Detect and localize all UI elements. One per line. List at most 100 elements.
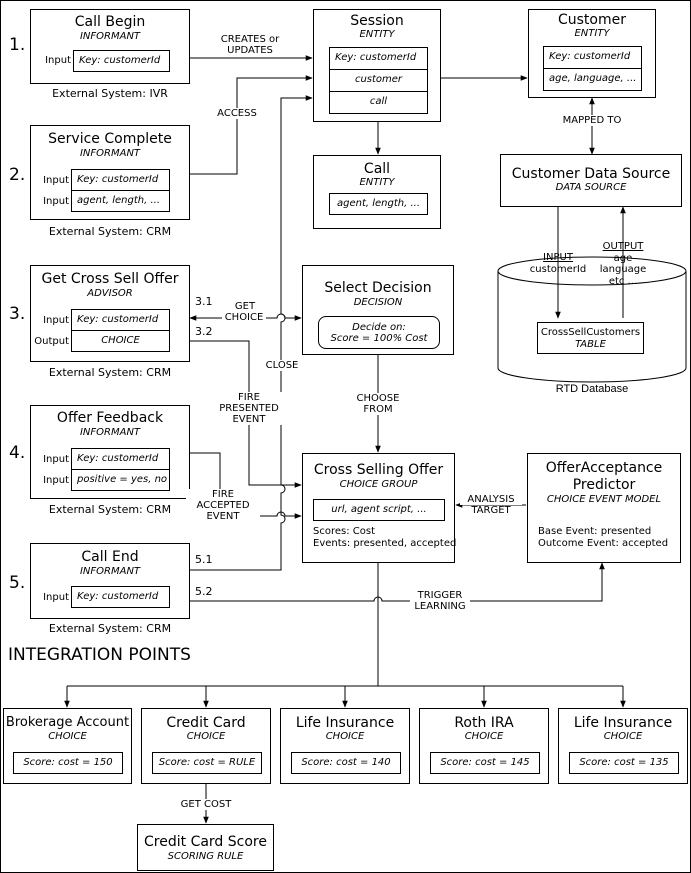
choice-4-score: Score: cost = 145 <box>430 752 540 774</box>
session-customer-row: customer <box>329 69 428 92</box>
get-cross-sell-advisor[interactable]: Get Cross Sell Offer ADVISOR Input Outpu… <box>30 265 190 362</box>
call-begin-external: External System: IVR <box>52 87 168 100</box>
service-complete-type: INFORMANT <box>79 148 141 159</box>
decision-title: Select Decision <box>324 280 432 296</box>
label-creates-or: CREATES or <box>210 34 290 45</box>
choice-1-type: CHOICE <box>48 731 87 742</box>
decision-rule-line-1: Decide on: <box>352 322 406 333</box>
customer-type: ENTITY <box>574 28 610 39</box>
edge-access <box>190 75 313 175</box>
choice-4-type: CHOICE <box>464 731 504 742</box>
get-cross-sell-external: External System: CRM <box>48 366 172 379</box>
edge-trigger-learning <box>190 562 605 602</box>
label-close: CLOSE <box>264 360 300 371</box>
get-cross-sell-type: ADVISOR <box>87 288 133 299</box>
call-entity[interactable]: Call ENTITY agent, length, ... <box>313 155 441 229</box>
db-output-etc: etc ... <box>608 276 638 287</box>
call-begin-informant[interactable]: Call Begin INFORMANT Input Key: customer… <box>30 9 190 84</box>
session-title: Session <box>350 13 404 29</box>
label-updates: UPDATES <box>210 45 290 56</box>
cross-sell-customers-table[interactable]: CrossSellCustomers TABLE <box>537 322 644 354</box>
step-label-3-2: 3.2 <box>195 325 213 338</box>
get-cross-sell-input-label: Input <box>43 315 69 326</box>
session-entity[interactable]: Session ENTITY Key: customerId customer … <box>313 9 441 122</box>
call-end-external: External System: CRM <box>48 622 172 635</box>
step-number-1: 1. <box>9 35 26 55</box>
service-complete-external: External System: CRM <box>48 225 172 238</box>
scoring-rule-title: Credit Card Score <box>144 834 267 850</box>
service-complete-input-label-1: Input <box>43 175 69 186</box>
step-number-5: 5. <box>9 573 26 593</box>
table-name: CrossSellCustomers <box>540 327 641 338</box>
step-label-3-1: 3.1 <box>195 295 213 308</box>
service-complete-title: Service Complete <box>48 131 172 147</box>
call-entity-title: Call <box>363 161 391 177</box>
label-choice: CHOICE <box>222 312 266 323</box>
call-end-type: INFORMANT <box>79 566 141 577</box>
offer-feedback-external: External System: CRM <box>48 503 172 516</box>
session-call-row: call <box>329 91 428 114</box>
choice-3-title: Life Insurance <box>295 715 395 731</box>
label-fire-accepted-3: EVENT <box>186 511 260 522</box>
step-label-5-2: 5.2 <box>195 585 213 598</box>
label-fire-presented-1: FIRE <box>212 392 286 403</box>
customer-entity[interactable]: Customer ENTITY Key: customerId age, lan… <box>528 9 656 98</box>
label-fire-accepted-2: ACCEPTED <box>186 500 260 511</box>
choice-credit-card[interactable]: Credit Card CHOICE Score: cost = RULE <box>141 708 271 784</box>
service-complete-key-field: Key: customerId <box>71 169 170 191</box>
get-cross-sell-output-label: Output <box>34 336 69 347</box>
credit-card-scoring-rule[interactable]: Credit Card Score SCORING RULE <box>137 824 274 871</box>
select-decision[interactable]: Select Decision DECISION Decide on: Scor… <box>302 265 454 355</box>
choice-3-score: Score: cost = 140 <box>291 752 401 774</box>
service-complete-informant[interactable]: Service Complete INFORMANT Input Input K… <box>30 125 190 220</box>
choice-brokerage-account[interactable]: Brokerage Account CHOICE Score: cost = 1… <box>3 708 132 784</box>
choice-life-insurance-1[interactable]: Life Insurance CHOICE Score: cost = 140 <box>280 708 410 784</box>
offer-feedback-informant[interactable]: Offer Feedback INFORMANT Input Input Key… <box>30 405 190 499</box>
call-entity-field: agent, length, ... <box>329 193 428 215</box>
predictor-outcome-event: Outcome Event: accepted <box>538 538 669 549</box>
offer-feedback-type: INFORMANT <box>79 427 141 438</box>
call-begin-input-label: Input <box>45 55 71 66</box>
choice-5-score: Score: cost = 135 <box>569 752 679 774</box>
call-begin-key-field: Key: customerId <box>73 50 170 72</box>
call-end-informant[interactable]: Call End INFORMANT Input Key: customerId <box>30 543 190 619</box>
choice-2-title: Credit Card <box>166 715 246 731</box>
label-trigger: TRIGGER <box>410 590 470 601</box>
database-cylinder-top <box>497 256 687 286</box>
label-from: FROM <box>348 404 408 415</box>
offer-feedback-input-label-1: Input <box>43 454 69 465</box>
customer-title: Customer <box>557 12 626 28</box>
session-type: ENTITY <box>359 29 395 40</box>
choice-life-insurance-2[interactable]: Life Insurance CHOICE Score: cost = 135 <box>558 708 688 784</box>
choice-4-title: Roth IRA <box>454 715 514 731</box>
session-key-row: Key: customerId <box>329 47 428 70</box>
offer-feedback-key-field: Key: customerId <box>71 448 170 470</box>
choice-group-events: Events: presented, accepted <box>313 538 457 549</box>
database-cylinder-body <box>497 271 687 383</box>
call-begin-title: Call Begin <box>74 14 146 30</box>
db-input-value: customerId <box>529 264 587 275</box>
db-input-heading: INPUT <box>543 252 573 263</box>
decision-rule-field: Decide on: Score = 100% Cost <box>318 316 440 349</box>
get-cross-sell-choice-field: CHOICE <box>71 330 170 352</box>
predictor-title-line-2: Predictor <box>572 477 636 493</box>
db-output-language: language <box>599 264 647 275</box>
label-fire-presented-2: PRESENTED <box>212 403 286 414</box>
predictor-title-line-1: OfferAcceptance <box>545 460 663 476</box>
data-source-title: Customer Data Source <box>511 166 671 182</box>
customer-data-source[interactable]: Customer Data Source DATA SOURCE <box>500 154 682 207</box>
predictor-type: CHOICE EVENT MODEL <box>546 494 662 505</box>
decision-type: DECISION <box>353 297 403 308</box>
offer-feedback-positive-field: positive = yes, no <box>71 469 170 491</box>
choice-roth-ira[interactable]: Roth IRA CHOICE Score: cost = 145 <box>419 708 549 784</box>
cross-selling-offer-group[interactable]: Cross Selling Offer CHOICE GROUP url, ag… <box>302 453 457 563</box>
label-mapped-to: MAPPED TO <box>557 115 627 126</box>
db-output-heading: OUTPUT <box>602 241 644 252</box>
label-analysis: ANALYSIS <box>460 494 522 505</box>
choice-group-field: url, agent script, ... <box>313 499 445 521</box>
call-entity-type: ENTITY <box>359 177 395 188</box>
step-number-2: 2. <box>9 165 26 185</box>
label-learning: LEARNING <box>410 601 470 612</box>
offer-acceptance-predictor[interactable]: OfferAcceptance Predictor CHOICE EVENT M… <box>527 453 681 563</box>
get-cross-sell-key-field: Key: customerId <box>71 309 170 331</box>
